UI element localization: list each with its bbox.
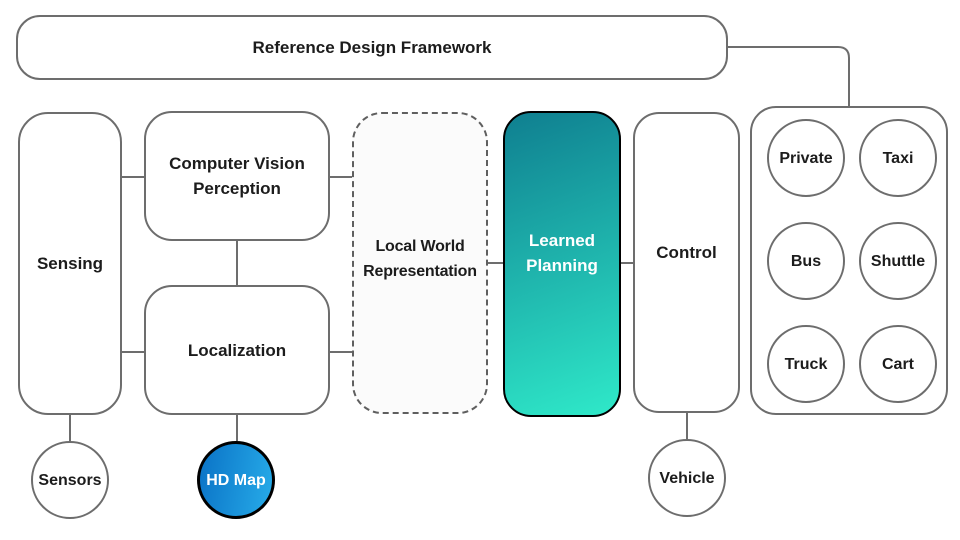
vehicle-type-bus-label: Bus: [790, 252, 822, 270]
wire-title-panel: [728, 46, 850, 106]
node-sensors-label: Sensors: [38, 471, 102, 489]
node-sensing-label: Sensing: [36, 254, 104, 273]
node-vehicle-label: Vehicle: [659, 469, 715, 487]
vehicle-type-taxi-label: Taxi: [882, 149, 914, 167]
node-local-world-representation: Local World Representation: [352, 112, 488, 414]
node-perception-label-line1: Computer Vision: [169, 154, 305, 173]
node-learned-planning: Learned Planning: [503, 111, 621, 417]
vehicle-type-taxi: Taxi: [859, 119, 937, 197]
vehicle-type-private-label: Private: [779, 149, 833, 167]
node-hd-map-label: HD Map: [206, 471, 266, 489]
vehicle-type-truck-label: Truck: [784, 355, 828, 373]
vehicle-type-cart: Cart: [859, 325, 937, 403]
node-hd-map: HD Map: [197, 441, 275, 519]
vehicle-type-truck: Truck: [767, 325, 845, 403]
node-computer-vision-perception: Computer Vision Perception: [144, 111, 330, 241]
vehicle-type-cart-label: Cart: [881, 355, 914, 373]
node-perception-label-line2: Perception: [193, 179, 281, 198]
vehicle-type-private: Private: [767, 119, 845, 197]
node-sensors: Sensors: [31, 441, 109, 519]
title-label: Reference Design Framework: [252, 38, 492, 57]
node-control-label: Control: [656, 243, 717, 262]
node-sensing: Sensing: [18, 112, 122, 415]
node-localization-label: Localization: [187, 340, 287, 360]
node-vehicle: Vehicle: [648, 439, 726, 517]
node-planning-label-line2: Planning: [526, 256, 598, 275]
vehicle-type-bus: Bus: [767, 222, 845, 300]
vehicle-type-shuttle-label: Shuttle: [870, 252, 926, 270]
node-control: Control: [633, 112, 740, 413]
title-box: Reference Design Framework: [16, 15, 728, 80]
node-localworld-label-line1: Local World: [375, 238, 465, 255]
node-localworld-label-line2: Representation: [363, 263, 477, 280]
node-planning-label-line1: Learned: [528, 231, 596, 250]
vehicle-type-shuttle: Shuttle: [859, 222, 937, 300]
node-localization: Localization: [144, 285, 330, 415]
